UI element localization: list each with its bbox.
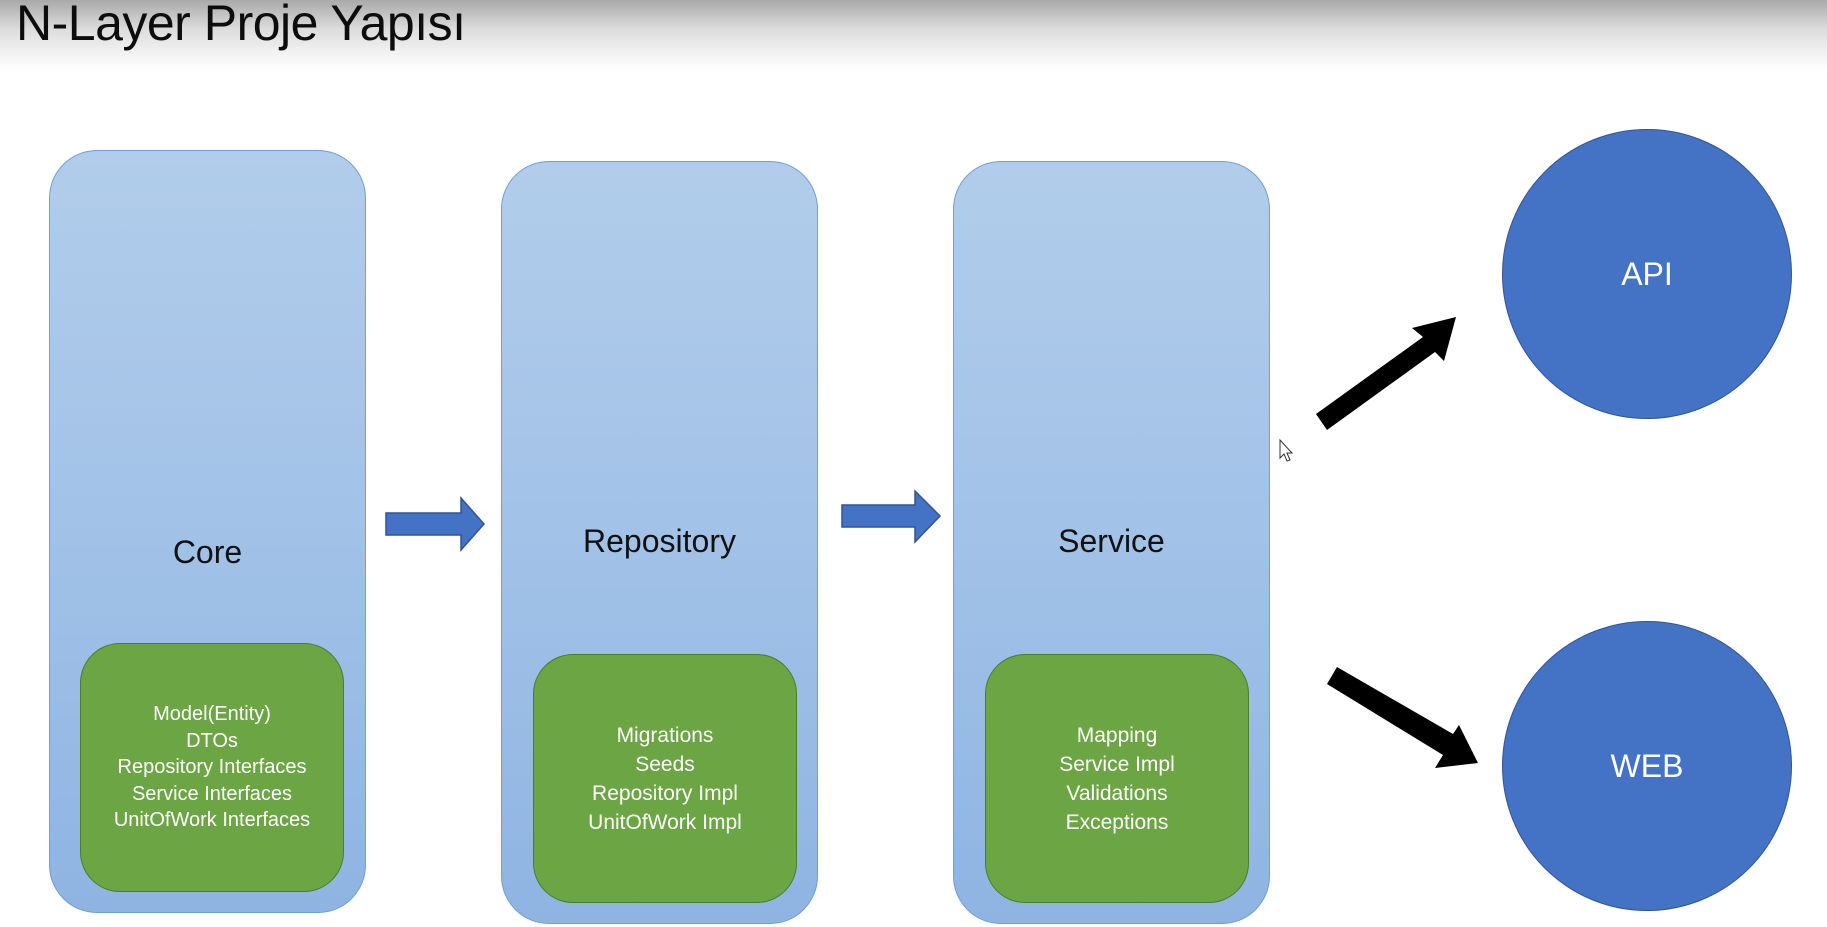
flow-arrow-repository-to-service [841,489,942,544]
service-layer-title: Service [1058,523,1165,559]
component-item: Exceptions [1065,810,1169,834]
service-layer: Service Mapping Service Impl Validations… [953,161,1270,924]
api-label: API [1621,255,1673,292]
repository-layer: Repository Migrations Seeds Repository I… [501,161,818,924]
component-item: Model(Entity) [153,703,271,726]
arrow-service-to-api [1316,317,1456,430]
component-item: Service Interfaces [131,782,293,805]
api-circle: API [1502,129,1792,419]
component-item: Service Impl [1059,752,1175,776]
web-label: WEB [1610,747,1684,784]
service-components-box: Mapping Service Impl Validations Excepti… [985,654,1249,903]
slide-title: N-Layer Proje Yapısı [16,0,466,51]
core-layer-title: Core [172,534,243,570]
repository-components-box: Migrations Seeds Repository Impl UnitOfW… [533,654,797,903]
core-components-box: Model(Entity) DTOs Repository Interfaces… [80,643,344,892]
flow-arrow-core-to-repository [385,496,486,552]
component-item: Validations [1066,781,1168,805]
component-item: UnitOfWork Interfaces [113,809,311,832]
component-item: Mapping [1076,723,1158,747]
component-item: Repository Impl [592,781,738,805]
component-item: Repository Interfaces [117,756,307,779]
title-bar [0,0,1827,72]
component-item: Migrations [616,723,714,747]
component-item: DTOs [186,729,238,752]
mouse-cursor-icon [1279,438,1294,462]
arrow-service-to-web [1327,667,1478,768]
component-item: UnitOfWork Impl [588,810,742,834]
web-circle: WEB [1502,621,1792,911]
component-item: Seeds [635,752,695,776]
repository-layer-title: Repository [583,523,736,559]
core-layer: Core Model(Entity) DTOs Repository Inter… [49,150,366,913]
